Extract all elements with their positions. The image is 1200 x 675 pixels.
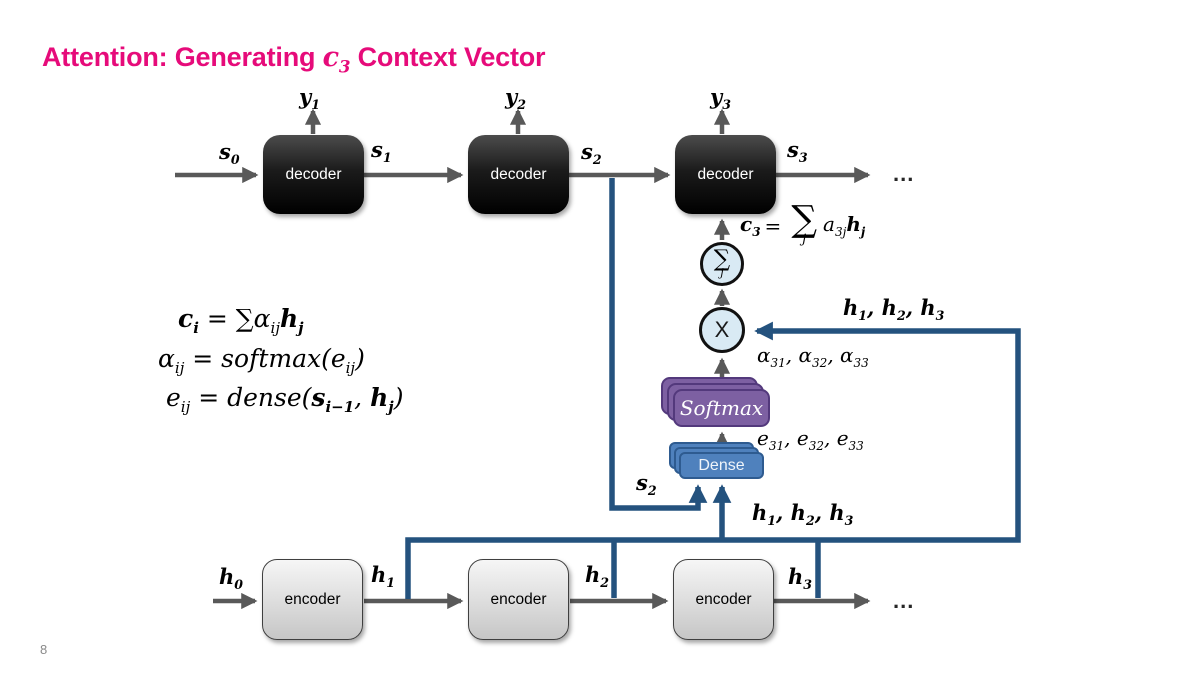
encoder-row-ellipsis: ... — [893, 588, 915, 613]
encoder-block-3: encoder — [673, 559, 774, 640]
softmax-block: Softmax — [673, 389, 770, 427]
multiply-icon: X — [714, 317, 730, 342]
label-h3: h3 — [788, 564, 813, 593]
label-s2: s2 — [581, 139, 602, 168]
label-y3: y3 — [710, 84, 731, 113]
hj-term: hj — [846, 212, 866, 240]
equation-ci: ci = ∑αijhj — [178, 304, 304, 337]
title-pre: Attention: Generating — [42, 42, 323, 72]
a3j-term: a3j — [823, 212, 847, 240]
label-s2-lower: s2 — [636, 470, 657, 499]
slide-title: Attention: Generating c3 Context Vector — [42, 42, 546, 77]
decoder-label: decoder — [490, 165, 547, 183]
title-math: c3 — [322, 42, 351, 77]
decoder-block-3: decoder — [675, 135, 776, 214]
decoder-label: decoder — [285, 165, 342, 183]
dense-block: Dense — [679, 452, 764, 479]
title-post: Context Vector — [350, 42, 546, 72]
alpha-weights-label: α31, α32, α33 — [757, 343, 869, 370]
wire-s2-branch-to-dense — [609, 178, 708, 511]
label-s3: s3 — [787, 137, 808, 166]
softmax-label: Softmax — [679, 396, 764, 420]
page-number: 8 — [40, 642, 48, 657]
decoder-block-1: decoder — [263, 135, 364, 214]
encoder-label: encoder — [284, 590, 341, 608]
encoder-label: encoder — [490, 590, 547, 608]
equals-sign: = — [764, 213, 782, 238]
label-h0: h0 — [219, 564, 244, 593]
encoder-label: encoder — [695, 590, 752, 608]
multiply-node: X — [699, 307, 745, 353]
decoder-row-ellipsis: ... — [893, 161, 915, 186]
decoder-block-2: decoder — [468, 135, 569, 214]
e-scores-label: e31, e32, e33 — [757, 426, 864, 453]
label-s0: s0 — [219, 139, 240, 168]
label-y2: y2 — [505, 84, 526, 113]
sum-icon: ∑ j — [713, 246, 731, 279]
wire-h-bus-to-multiply — [405, 321, 1021, 599]
label-y1: y1 — [299, 84, 320, 113]
label-s1: s1 — [371, 137, 392, 166]
sum-symbol: ∑ j — [791, 199, 818, 247]
h-list-upper-label: h1, h2, h3 — [843, 295, 945, 324]
label-h2: h2 — [585, 562, 610, 591]
c3-term: c3 — [740, 212, 761, 240]
encoder-block-1: encoder — [262, 559, 363, 640]
equation-e: eij = dense(si−1, hj) — [166, 383, 404, 416]
decoder-label: decoder — [697, 165, 754, 183]
label-h1: h1 — [371, 562, 396, 591]
dense-label: Dense — [698, 456, 745, 474]
encoder-block-2: encoder — [468, 559, 569, 640]
equation-alpha: αij = softmax(eij) — [158, 343, 365, 377]
sum-node: ∑ j — [700, 242, 744, 286]
attention-equations: ci = ∑αijhj αij = softmax(eij) eij = den… — [158, 300, 404, 419]
h-list-lower-label: h1, h2, h3 — [752, 500, 854, 529]
